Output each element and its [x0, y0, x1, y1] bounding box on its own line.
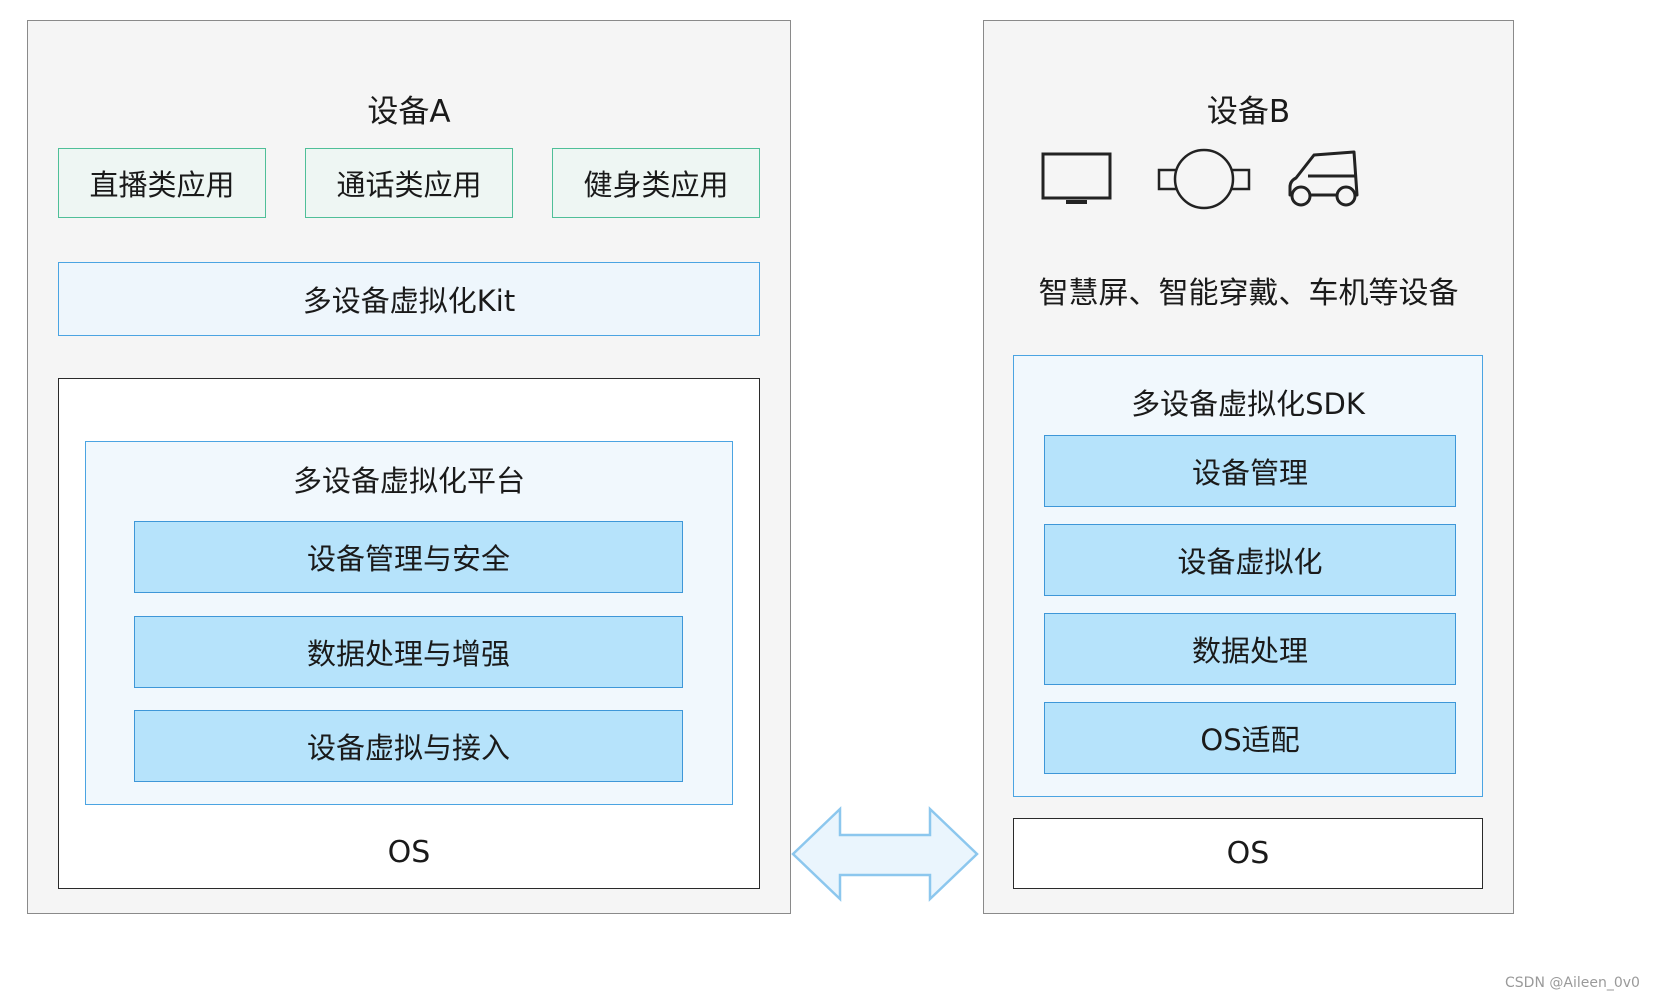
app-live-streaming: 直播类应用 [58, 148, 266, 218]
app-calling: 通话类应用 [305, 148, 513, 218]
device-b-panel: 设备B 智慧屏、智能穿戴、车机等设备 多设备虚拟化SDK 设备管理 设备虚拟化 … [983, 20, 1514, 914]
sdk-module-device-virtualization: 设备虚拟化 [1044, 524, 1456, 596]
sdk-module-os-adaptation: OS适配 [1044, 702, 1456, 774]
virtualization-platform: 多设备虚拟化平台 设备管理与安全 数据处理与增强 设备虚拟与接入 [85, 441, 733, 805]
device-a-os-frame: 多设备虚拟化平台 设备管理与安全 数据处理与增强 设备虚拟与接入 OS [58, 378, 760, 889]
sdk-title: 多设备虚拟化SDK [1131, 387, 1365, 421]
sdk-module-data-processing: 数据处理 [1044, 613, 1456, 685]
sdk-module-device-management: 设备管理 [1044, 435, 1456, 507]
watch-icon [1157, 148, 1251, 210]
virtualization-kit: 多设备虚拟化Kit [58, 262, 760, 336]
device-a-panel: 设备A 直播类应用 通话类应用 健身类应用 多设备虚拟化Kit 多设备虚拟化平台… [27, 20, 791, 914]
module-device-virtual-access: 设备虚拟与接入 [134, 710, 683, 782]
app-fitness: 健身类应用 [552, 148, 760, 218]
device-b-title: 设备B [1206, 94, 1291, 130]
car-icon [1288, 150, 1359, 207]
module-data-processing-enhancement: 数据处理与增强 [134, 616, 683, 688]
module-device-management-security: 设备管理与安全 [134, 521, 683, 593]
device-b-caption: 智慧屏、智能穿戴、车机等设备 [1038, 276, 1459, 311]
device-b-os: OS [1013, 818, 1483, 889]
platform-title: 多设备虚拟化平台 [292, 464, 525, 498]
virtualization-sdk: 多设备虚拟化SDK 设备管理 设备虚拟化 数据处理 OS适配 [1013, 355, 1483, 797]
double-arrow-icon [791, 806, 979, 902]
device-a-os-label: OS [387, 835, 431, 870]
tv-icon [1041, 152, 1112, 204]
watermark: CSDN @Aileen_0v0 [1505, 975, 1640, 991]
device-a-title: 设备A [367, 94, 451, 130]
